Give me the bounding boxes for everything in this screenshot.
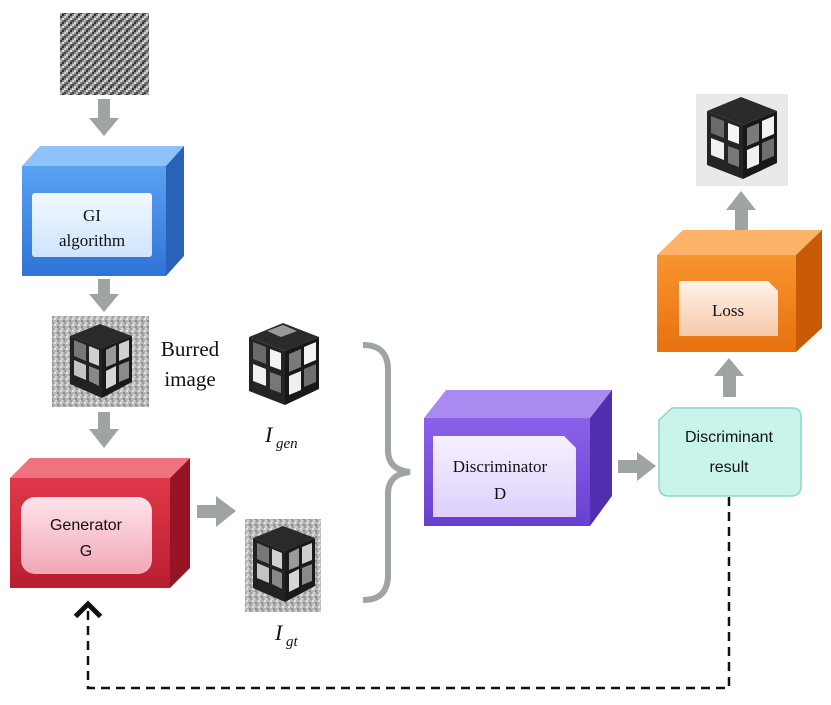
loss-block: Loss [657, 230, 822, 352]
discriminator-block: Discriminator D [424, 390, 612, 526]
generator-label-line1: Generator [50, 517, 123, 534]
generator-block: Generator G [10, 458, 190, 588]
gt-symbol: I gt [274, 620, 299, 650]
generated-image [249, 323, 319, 405]
gi-algorithm-block: GI algorithm [22, 146, 184, 276]
gen-symbol-subscript: gen [276, 436, 298, 452]
generator-label-line2: G [80, 543, 92, 560]
feedback-dashed-arrow [73, 497, 731, 690]
discriminant-result-box: Discriminant result [658, 407, 802, 497]
gi-label-line1: GI [83, 206, 101, 225]
gt-symbol-subscript: gt [286, 634, 299, 650]
arrow-generator-to-images [197, 496, 236, 527]
blurred-image [52, 316, 149, 407]
discriminator-label-line2: D [494, 484, 506, 503]
result-label-line2: result [709, 459, 749, 476]
output-image [696, 94, 788, 186]
result-label-line1: Discriminant [685, 429, 774, 446]
gi-label-line2: algorithm [59, 231, 125, 250]
discriminator-label-line1: Discriminator [453, 457, 548, 476]
noise-input-image [60, 13, 149, 95]
blurred-label-line1: Burred [161, 337, 220, 361]
blurred-label-line2: image [164, 367, 215, 391]
arrow-discriminator-to-result [618, 452, 656, 481]
arrow-blurred-to-generator [89, 412, 119, 448]
gen-symbol: I gen [264, 422, 298, 452]
input-bracket [362, 342, 411, 603]
loss-label: Loss [712, 301, 744, 320]
arrow-loss-to-output [726, 191, 756, 232]
ground-truth-image [245, 519, 321, 612]
arrow-result-to-loss [714, 358, 744, 397]
arrow-gi-to-blurred [89, 279, 119, 312]
arrow-noise-to-gi [89, 99, 119, 136]
gen-symbol-letter: I [264, 422, 274, 447]
gt-symbol-letter: I [274, 620, 284, 645]
